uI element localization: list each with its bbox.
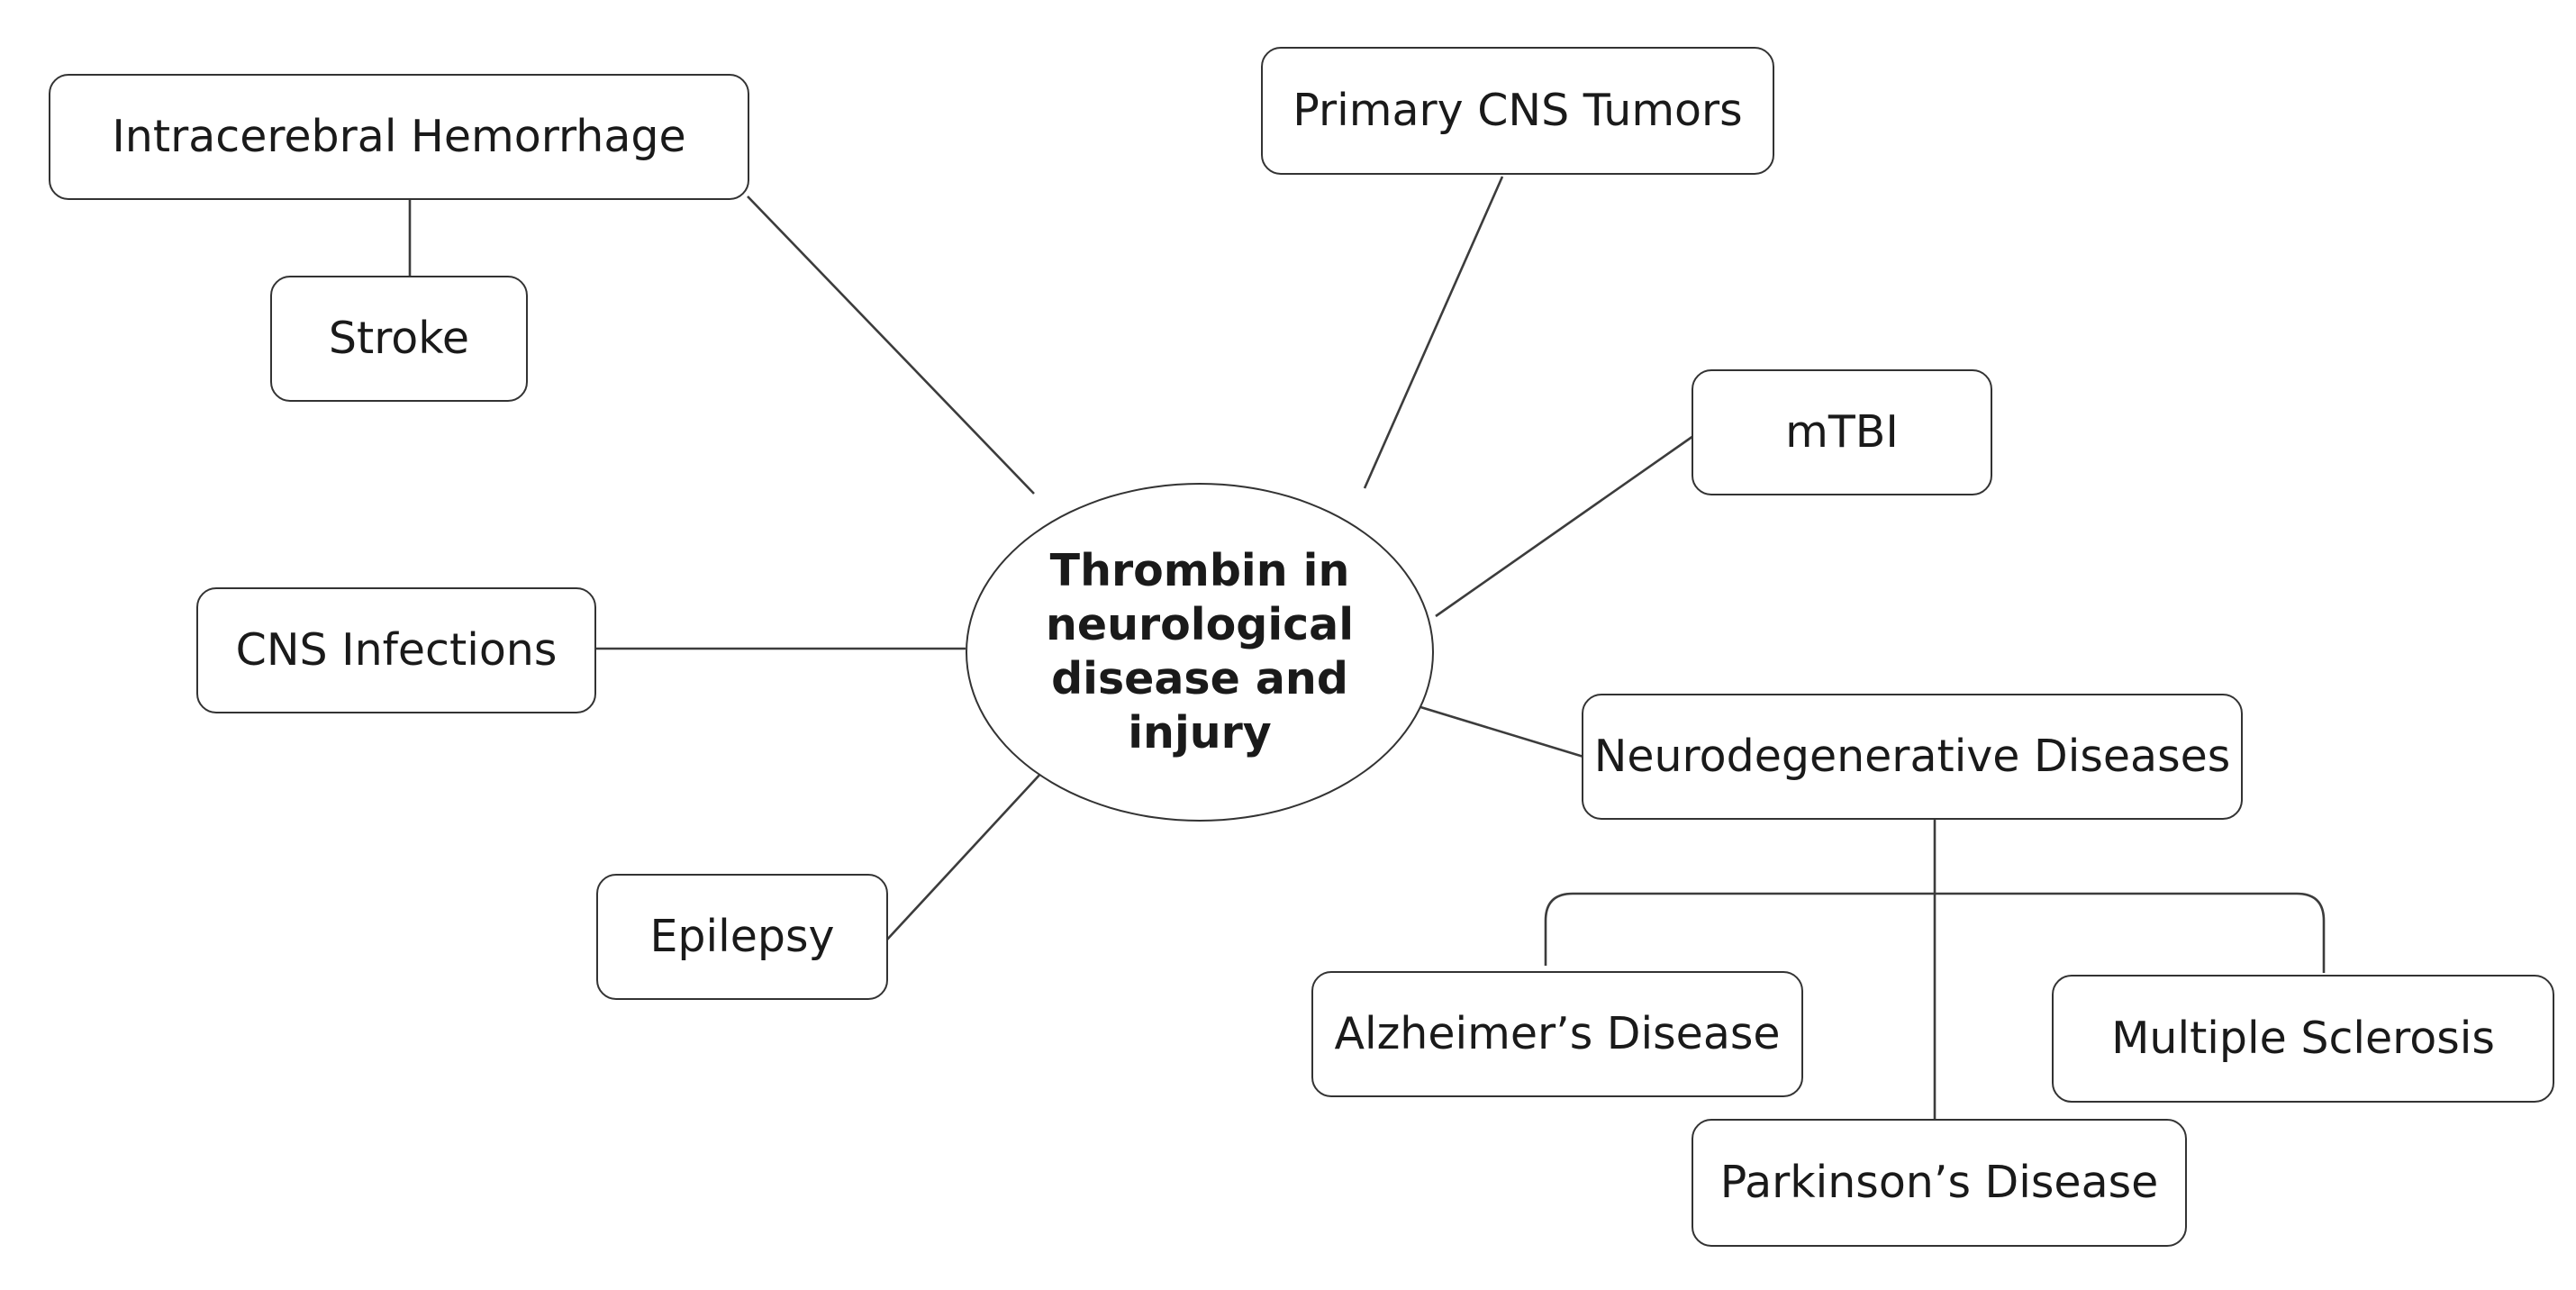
- primary-cns-tumors-box: Primary CNS Tumors: [1261, 47, 1774, 175]
- connector-center-primary-cns-tumors: [1363, 176, 1504, 489]
- parkinsons-disease-label: Parkinson’s Disease: [1719, 1157, 2159, 1209]
- multiple-sclerosis-label: Multiple Sclerosis: [2111, 1013, 2495, 1065]
- center-topic-ellipse: Thrombin in neurological disease and inj…: [966, 483, 1434, 822]
- mtbi-label: mTBI: [1785, 406, 1899, 459]
- neurodegenerative-diseases-label: Neurodegenerative Diseases: [1593, 731, 2231, 783]
- connector-neurodegenerative-bracket: [1544, 892, 2326, 973]
- epilepsy-label: Epilepsy: [649, 911, 835, 963]
- multiple-sclerosis-box: Multiple Sclerosis: [2052, 975, 2554, 1103]
- connector-center-epilepsy: [885, 770, 1044, 941]
- cns-infections-box: CNS Infections: [196, 587, 596, 713]
- cns-infections-label: CNS Infections: [235, 624, 558, 677]
- center-topic-title: Thrombin in neurological disease and inj…: [1045, 545, 1355, 759]
- alzheimers-disease-box: Alzheimer’s Disease: [1311, 971, 1803, 1097]
- alzheimers-disease-label: Alzheimer’s Disease: [1334, 1008, 1781, 1060]
- neurodegenerative-diseases-box: Neurodegenerative Diseases: [1582, 694, 2243, 820]
- intracerebral-hemorrhage-label: Intracerebral Hemorrhage: [112, 111, 686, 163]
- epilepsy-box: Epilepsy: [596, 874, 888, 1000]
- mtbi-box: mTBI: [1692, 369, 1992, 495]
- parkinsons-disease-box: Parkinson’s Disease: [1692, 1119, 2187, 1247]
- stroke-label: Stroke: [328, 313, 470, 365]
- connector-center-intracerebral-hemorrhage: [747, 195, 1035, 495]
- primary-cns-tumors-label: Primary CNS Tumors: [1293, 85, 1743, 137]
- connector-center-neurodegenerative-diseases: [1417, 704, 1584, 759]
- intracerebral-hemorrhage-box: Intracerebral Hemorrhage: [49, 74, 749, 200]
- connector-center-mtbi: [1435, 434, 1694, 618]
- stroke-box: Stroke: [270, 276, 528, 402]
